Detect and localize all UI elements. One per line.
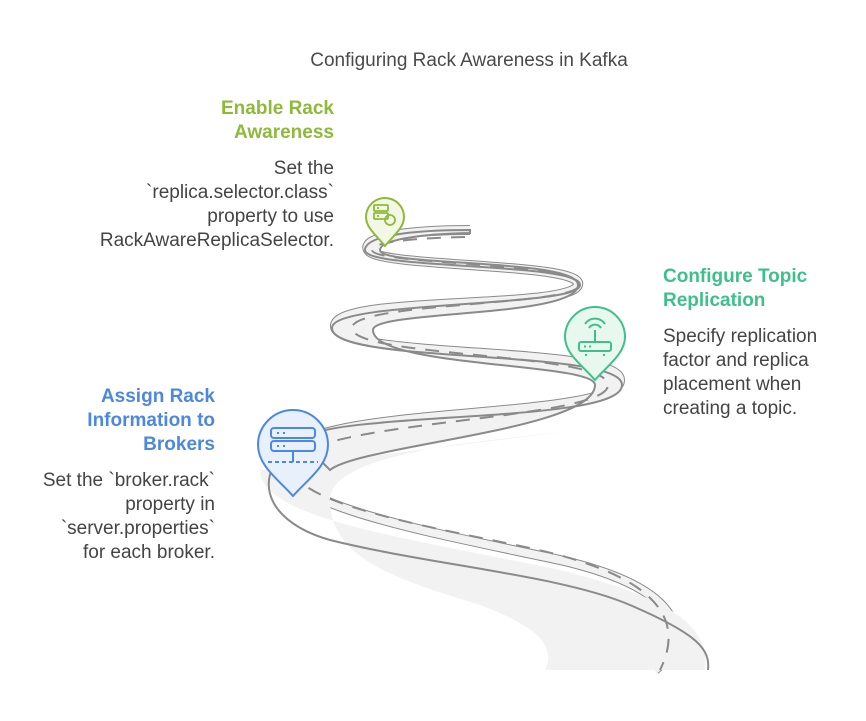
map-pin-step-3 — [256, 409, 330, 498]
step-description: Set the `replica.selector.class` propert… — [34, 157, 334, 253]
map-pin-step-1 — [364, 197, 406, 248]
heading-line: Information to — [87, 410, 215, 431]
diagram-title: Configuring Rack Awareness in Kafka — [310, 50, 628, 71]
desc-line: for each broker. — [82, 542, 215, 563]
heading-line: Awareness — [234, 122, 334, 143]
desc-line: Specify replication — [663, 326, 818, 347]
step-heading: Assign Rack Information to Brokers — [5, 385, 215, 457]
desc-line: RackAwareReplicaSelector. — [99, 230, 334, 251]
router-icon — [578, 317, 612, 356]
step-assign-rack-information: Assign Rack Information to Brokers Set t… — [5, 385, 215, 565]
desc-line: property to use — [207, 206, 334, 227]
step-description: Set the `broker.rack` property in `serve… — [5, 469, 215, 565]
map-pin-step-2 — [563, 306, 627, 382]
heading-line: Configure Topic — [663, 266, 808, 287]
heading-line: Replication — [663, 290, 766, 311]
desc-line: Set the `broker.rack` — [42, 470, 215, 491]
step-heading: Configure Topic Replication — [663, 265, 863, 313]
step-enable-rack-awareness: Enable Rack Awareness Set the `replica.s… — [34, 97, 334, 253]
step-configure-topic-replication: Configure Topic Replication Specify repl… — [663, 265, 863, 421]
desc-line: property in — [125, 494, 215, 515]
step-description: Specify replication factor and replica p… — [663, 325, 863, 421]
desc-line: factor and replica — [663, 350, 809, 371]
step-heading: Enable Rack Awareness — [34, 97, 334, 145]
desc-line: creating a topic. — [663, 398, 798, 419]
desc-line: `server.properties` — [60, 518, 215, 539]
desc-line: Set the — [273, 158, 334, 179]
desc-line: `replica.selector.class` — [146, 182, 334, 203]
heading-line: Brokers — [143, 434, 215, 455]
heading-line: Enable Rack — [221, 98, 334, 119]
desc-line: placement when — [663, 374, 802, 395]
server-rack-icon — [268, 427, 318, 463]
server-settings-icon — [373, 204, 396, 226]
heading-line: Assign Rack — [100, 386, 215, 407]
